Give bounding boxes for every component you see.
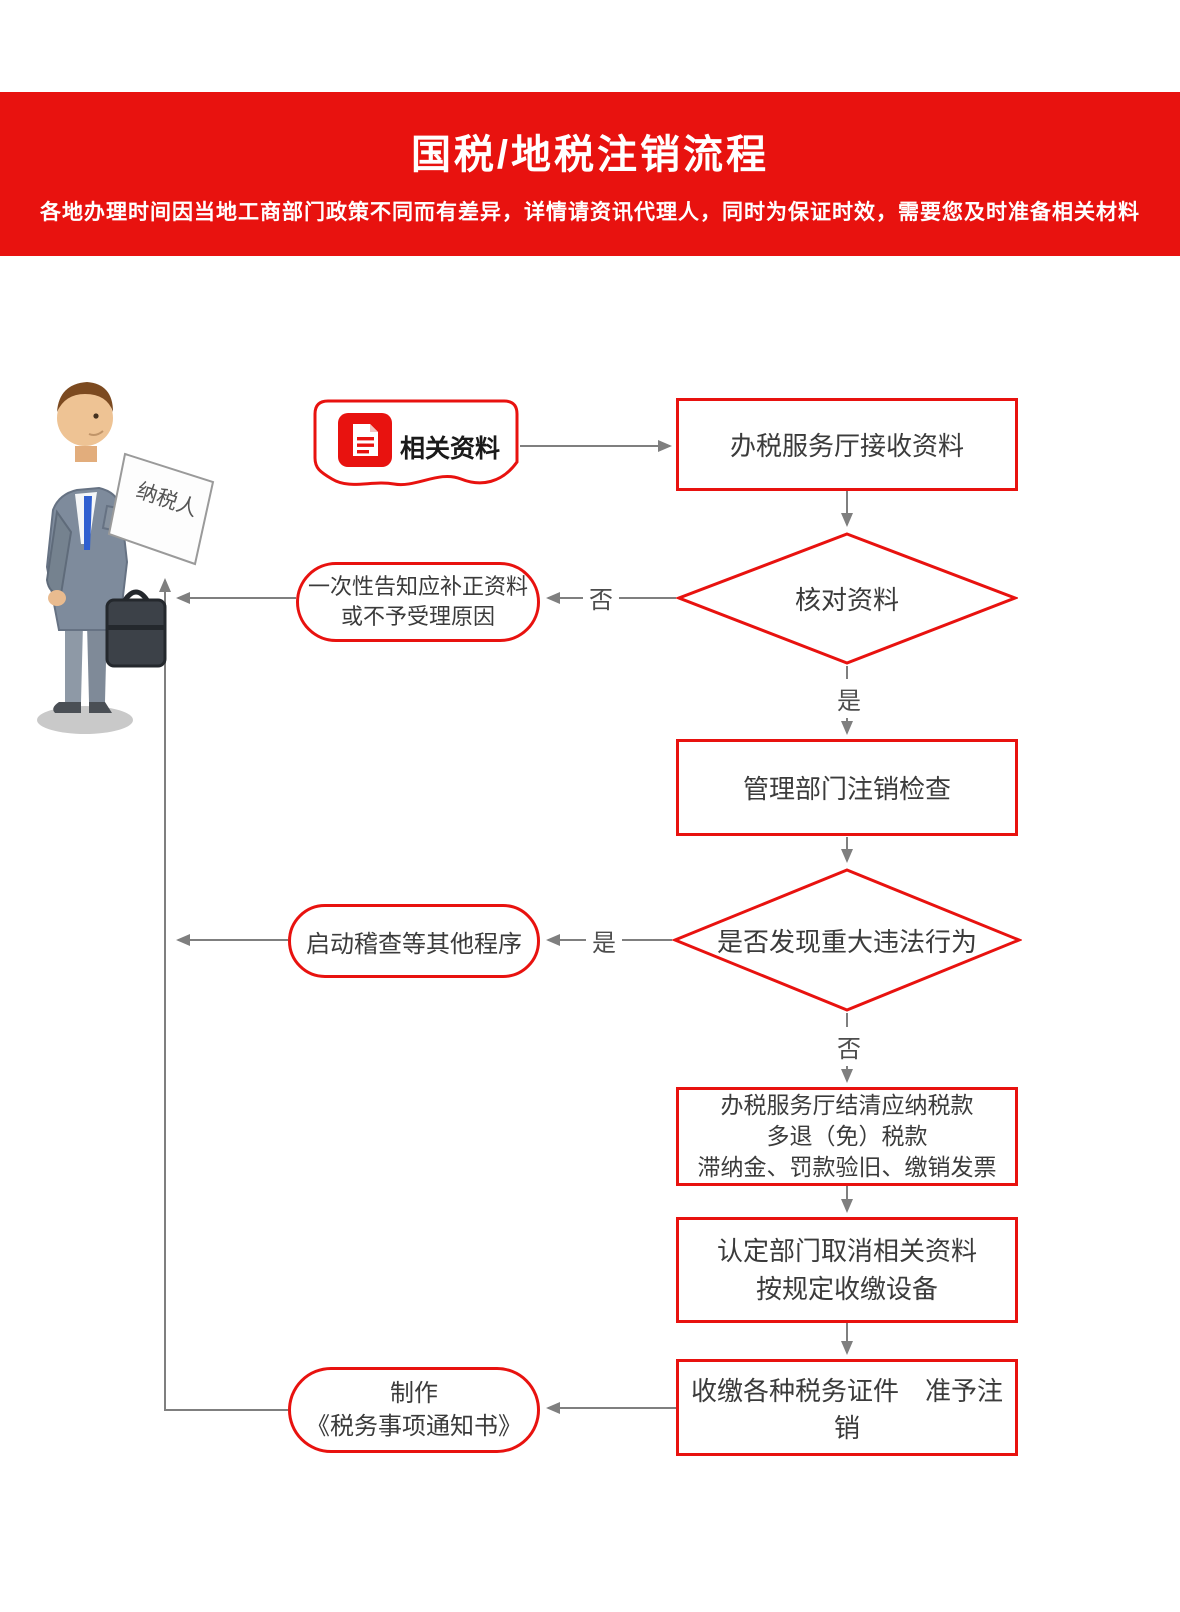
figure-shadow [37, 706, 133, 734]
edge-label-yes-violation: 是 [586, 921, 622, 960]
tie [84, 496, 92, 550]
diamond-shape [672, 868, 1022, 1012]
node-collect-certificates-approve: 收缴各种税务证件 准予注销 [676, 1359, 1018, 1456]
head [57, 390, 113, 446]
node-deregistration-inspection: 管理部门注销检查 [676, 739, 1018, 836]
produce-line1: 制作 [390, 1380, 438, 1407]
node-produce-notice: 制作 《税务事项通知书》 [288, 1367, 540, 1453]
edge-label-no-violation: 否 [831, 1027, 867, 1066]
node-cancel-materials-collect-devices: 认定部门取消相关资料 按规定收缴设备 [676, 1217, 1018, 1323]
notify-line2: 或不予受理原因 [340, 604, 495, 629]
start-audit-label: 启动稽查等其他程序 [306, 930, 522, 958]
edge-label-yes-check: 是 [831, 679, 867, 718]
receive-materials-label: 办税服务厅接收资料 [729, 431, 964, 461]
check-materials-label: 核对资料 [794, 585, 899, 615]
node-notify-correction: 一次性告知应补正资料 或不予受理原因 [296, 562, 540, 642]
settle-line3: 滞纳金、罚款验旧、缴销发票 [697, 1154, 997, 1180]
major-violation-label: 是否发现重大违法行为 [716, 926, 977, 957]
node-start-audit: 启动稽查等其他程序 [288, 904, 540, 978]
notify-line1: 一次性告知应补正资料 [307, 574, 528, 599]
settle-line1: 办税服务厅结清应纳税款 [720, 1092, 974, 1118]
settle-line2: 多退（免）税款 [766, 1123, 928, 1149]
page-title: 国税/地税注销流程 [410, 133, 770, 177]
hair [57, 382, 113, 412]
document-icon [338, 413, 392, 467]
produce-line2: 《税务事项通知书》 [306, 1413, 522, 1440]
node-related-materials: 相关资料 [312, 398, 520, 494]
node-major-violation-check: 是否发现重大违法行为 [672, 867, 1022, 1013]
taxpayer-paper [107, 452, 215, 566]
node-receive-materials: 办税服务厅接收资料 [676, 398, 1018, 491]
collect-certificates-label: 收缴各种税务证件 准予注销 [690, 1375, 1003, 1443]
node-check-materials: 核对资料 [676, 531, 1018, 666]
related-materials-label: 相关资料 [400, 435, 501, 463]
page-subtitle: 各地办理时间因当地工商部门政策不同而有差异，详情请资讯代理人，同时为保证时效，需… [40, 201, 1140, 224]
header-banner: 国税/地税注销流程 各地办理时间因当地工商部门政策不同而有差异，详情请资讯代理人… [0, 92, 1180, 256]
businessman-illustration: 纳税人 [15, 362, 220, 747]
device-line1: 认定部门取消相关资料 [716, 1236, 977, 1266]
edge-label-no-check: 否 [583, 578, 619, 617]
diamond-shape [676, 532, 1018, 665]
device-line2: 按规定收缴设备 [755, 1274, 938, 1304]
briefcase [105, 598, 167, 668]
inspection-label: 管理部门注销检查 [742, 774, 951, 804]
node-settle-taxes: 办税服务厅结清应纳税款 多退（免）税款 滞纳金、罚款验旧、缴销发票 [676, 1087, 1018, 1186]
businessman-graphic: 纳税人 [37, 382, 215, 734]
